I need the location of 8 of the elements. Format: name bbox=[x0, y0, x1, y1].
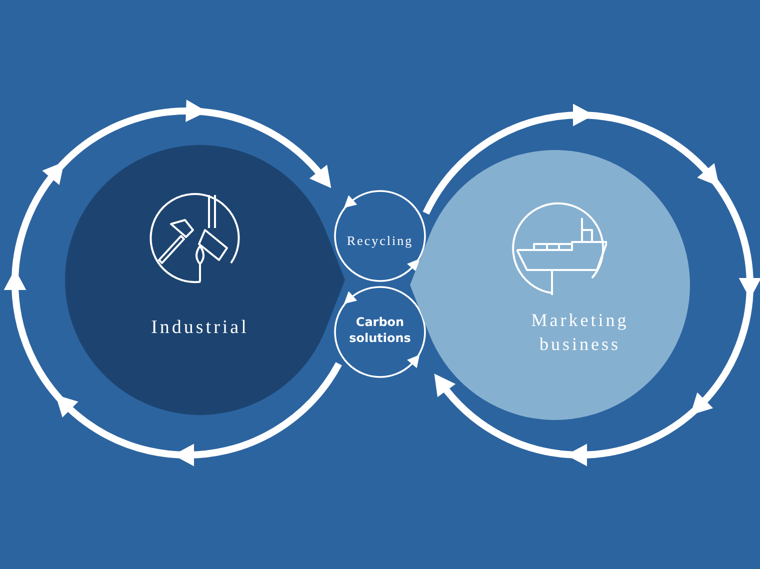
cycle-circle bbox=[334, 286, 426, 378]
teardrop-shape bbox=[410, 150, 690, 420]
node-label: Marketing business bbox=[530, 309, 630, 356]
teardrop-shape bbox=[65, 145, 345, 415]
node-label: Carbon solutions bbox=[348, 314, 412, 346]
node-label: Industrial bbox=[150, 316, 250, 340]
cycle-circle bbox=[334, 190, 426, 282]
node-label: Recycling bbox=[346, 232, 414, 250]
